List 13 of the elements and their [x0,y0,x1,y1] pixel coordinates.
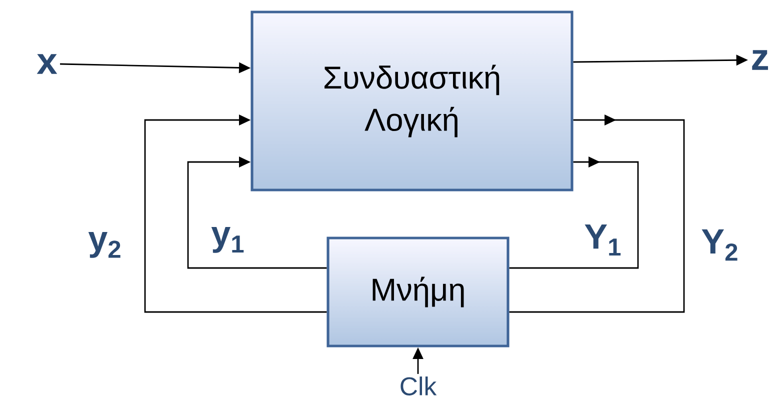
edge-label: Y$_{1}$ [584,224,621,256]
edge-label: Y$_{2}$ [702,229,738,261]
arrow [509,114,685,313]
arrow [187,156,327,269]
signal-label: z [752,50,768,70]
edge-label: y$_{2}$ [88,232,120,258]
signal-label: x [36,54,58,74]
block-box: Συνδυαστική Λογική [250,10,574,192]
edge-label: y$_{1}$ [211,227,244,253]
block-box: Μνήμη [326,236,510,348]
signal-label: Clk [400,376,437,396]
arrow [144,114,327,313]
arrow [509,156,639,269]
